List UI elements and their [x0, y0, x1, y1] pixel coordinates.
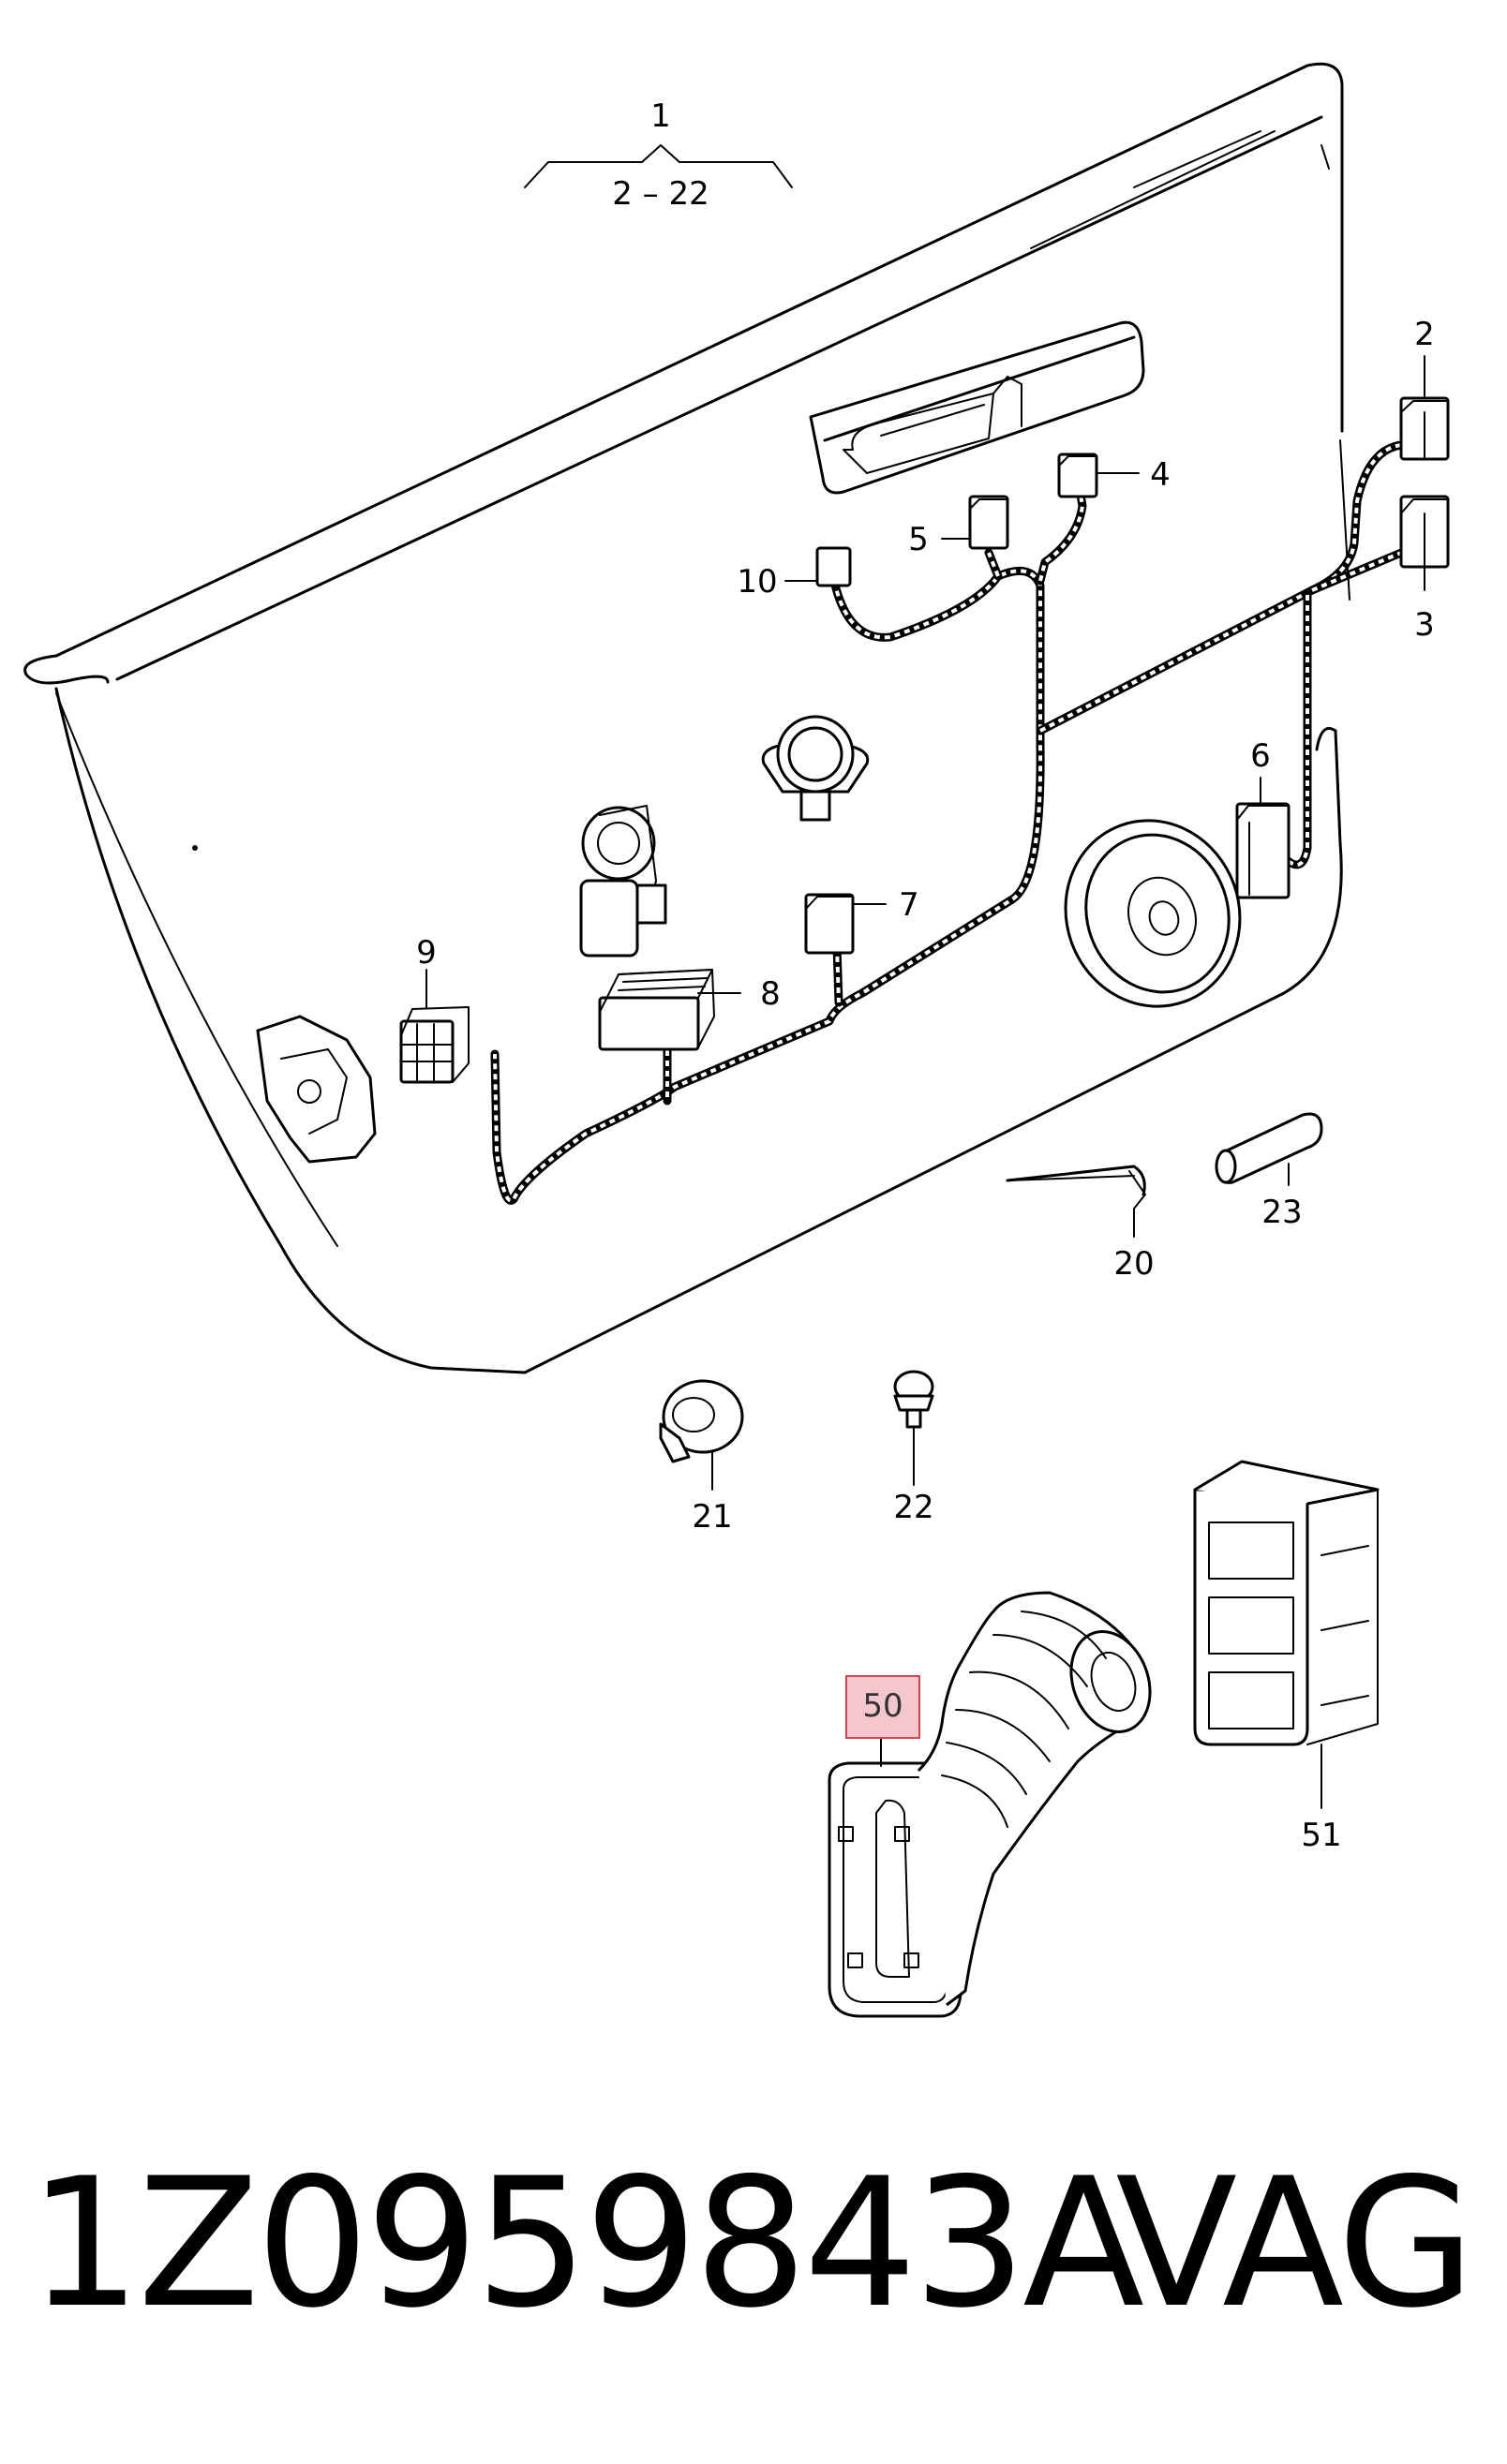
rubber-bellows-50[interactable]	[828, 1591, 1163, 2018]
callout-labels: 1 2 – 22 2 3 4 5 6 7 8 9 10 20 21 22 23 …	[416, 97, 1435, 1854]
brand-name: VAG	[1115, 2140, 1471, 2347]
woofer-speaker	[1064, 819, 1242, 1008]
connector-6	[1235, 802, 1291, 899]
callout-8: 8	[760, 975, 781, 1013]
callout-23: 23	[1261, 1194, 1302, 1231]
group-label: 1	[650, 97, 671, 135]
callout-22: 22	[893, 1489, 933, 1526]
window-motor	[579, 805, 667, 957]
connector-4	[1057, 453, 1098, 498]
connector-8	[598, 969, 715, 1051]
footer: 1Z0959843A VAG	[28, 2140, 1475, 2347]
callout-20: 20	[1113, 1245, 1154, 1283]
callout-9: 9	[416, 934, 437, 972]
grommet-21	[659, 1379, 744, 1463]
callout-50: 50	[862, 1687, 903, 1725]
callout-7: 7	[899, 886, 919, 924]
callout-5: 5	[908, 521, 929, 558]
cable-tie-20	[1006, 1165, 1146, 1210]
callout-51: 51	[1301, 1817, 1341, 1854]
leader-lines	[425, 144, 1425, 1809]
foam-sleeve-23	[1215, 1112, 1323, 1184]
connector-9	[399, 1006, 470, 1084]
callout-50-highlight[interactable]: 50	[845, 1675, 920, 1739]
tweeter-speaker	[761, 715, 870, 822]
wiring-harness	[490, 440, 1406, 1205]
callout-4: 4	[1150, 456, 1171, 494]
callout-3: 3	[1414, 606, 1435, 644]
callout-10: 10	[737, 563, 777, 601]
connector-10	[815, 546, 852, 587]
callout-6: 6	[1250, 737, 1271, 775]
connector-7	[804, 893, 855, 955]
door-panel	[23, 62, 1350, 1374]
callout-21: 21	[692, 1498, 732, 1536]
connector-2	[1399, 396, 1450, 461]
stud-22	[893, 1370, 934, 1429]
connector-housing-51	[1193, 1460, 1380, 1746]
callout-2: 2	[1414, 316, 1435, 353]
door-lock	[256, 1015, 377, 1164]
group-range-label: 2 – 22	[612, 175, 709, 213]
connector-5	[968, 495, 1009, 550]
connector-3	[1399, 495, 1450, 569]
part-number: 1Z0959843A	[28, 2140, 1143, 2347]
